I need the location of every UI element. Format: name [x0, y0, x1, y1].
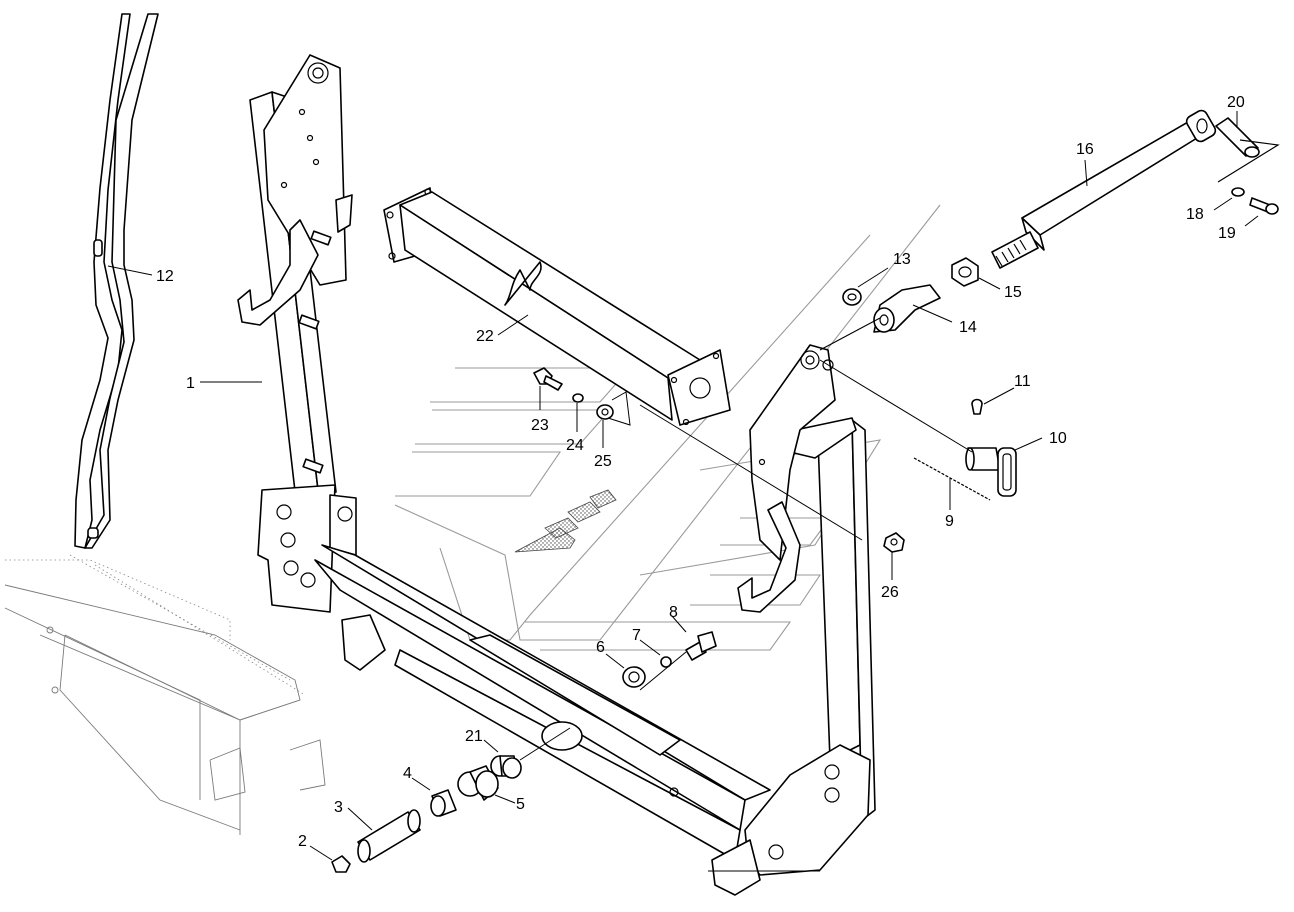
bushing-4 — [430, 789, 457, 817]
callout-13: 13 — [893, 251, 911, 268]
callout-12: 12 — [156, 268, 174, 285]
upper-tube-22 — [383, 187, 731, 426]
chain-9 — [913, 457, 991, 501]
callout-11: 11 — [1014, 373, 1031, 390]
main-frame-cross-beam — [314, 544, 771, 861]
main-frame-right-upright — [711, 417, 876, 896]
nut-15 — [951, 257, 979, 287]
callout-16: 16 — [1076, 141, 1094, 158]
watermark-logo — [394, 204, 941, 651]
callout-7: 7 — [632, 627, 641, 644]
assembly-lines — [519, 317, 973, 872]
callout-14: 14 — [959, 319, 977, 336]
bolt-19 — [1249, 197, 1279, 215]
clip-11 — [971, 398, 983, 415]
top-link-16 — [991, 109, 1217, 269]
callout-20: 20 — [1227, 94, 1245, 111]
nut-2 — [331, 855, 351, 873]
callout-21: 21 — [465, 728, 483, 745]
callout-19: 19 — [1218, 225, 1236, 242]
pin-20 — [1215, 117, 1280, 183]
callout-4: 4 — [403, 765, 412, 782]
callout-18: 18 — [1186, 206, 1204, 223]
callout-8: 8 — [669, 604, 678, 621]
callout-22: 22 — [476, 328, 494, 345]
washer-13 — [842, 288, 862, 306]
pin-3 — [357, 809, 421, 863]
bearing-5 — [457, 765, 499, 801]
callout-labels: 1 2 3 4 5 6 7 8 9 10 11 12 13 14 15 16 1… — [156, 94, 1245, 850]
washer-24 — [572, 393, 584, 403]
callout-15: 15 — [1004, 284, 1022, 301]
callout-24: 24 — [566, 437, 584, 454]
callout-6: 6 — [596, 639, 605, 656]
callout-26: 26 — [881, 584, 899, 601]
callout-3: 3 — [334, 799, 343, 816]
bushing-6 — [622, 666, 646, 688]
bolt-23 — [533, 367, 563, 391]
callout-2: 2 — [298, 833, 307, 850]
bushing-25 — [596, 404, 614, 420]
washer-7 — [660, 656, 672, 668]
background-vehicle-frame — [4, 554, 326, 835]
left-mount-plate — [237, 54, 353, 326]
bolt-8 — [685, 631, 717, 661]
washer-18 — [1231, 187, 1245, 197]
right-mount-plate — [737, 344, 836, 613]
nut-26 — [883, 532, 905, 553]
lever-rod-12 — [74, 13, 159, 549]
callout-5: 5 — [516, 796, 525, 813]
callout-10: 10 — [1049, 430, 1067, 447]
callout-1: 1 — [186, 375, 195, 392]
pin-10 — [965, 447, 1017, 497]
bushing-21 — [490, 755, 522, 779]
callout-leaders — [107, 111, 1259, 861]
eye-end-14 — [873, 284, 941, 333]
callout-9: 9 — [945, 513, 954, 530]
callout-23: 23 — [531, 417, 549, 434]
callout-25: 25 — [594, 453, 612, 470]
